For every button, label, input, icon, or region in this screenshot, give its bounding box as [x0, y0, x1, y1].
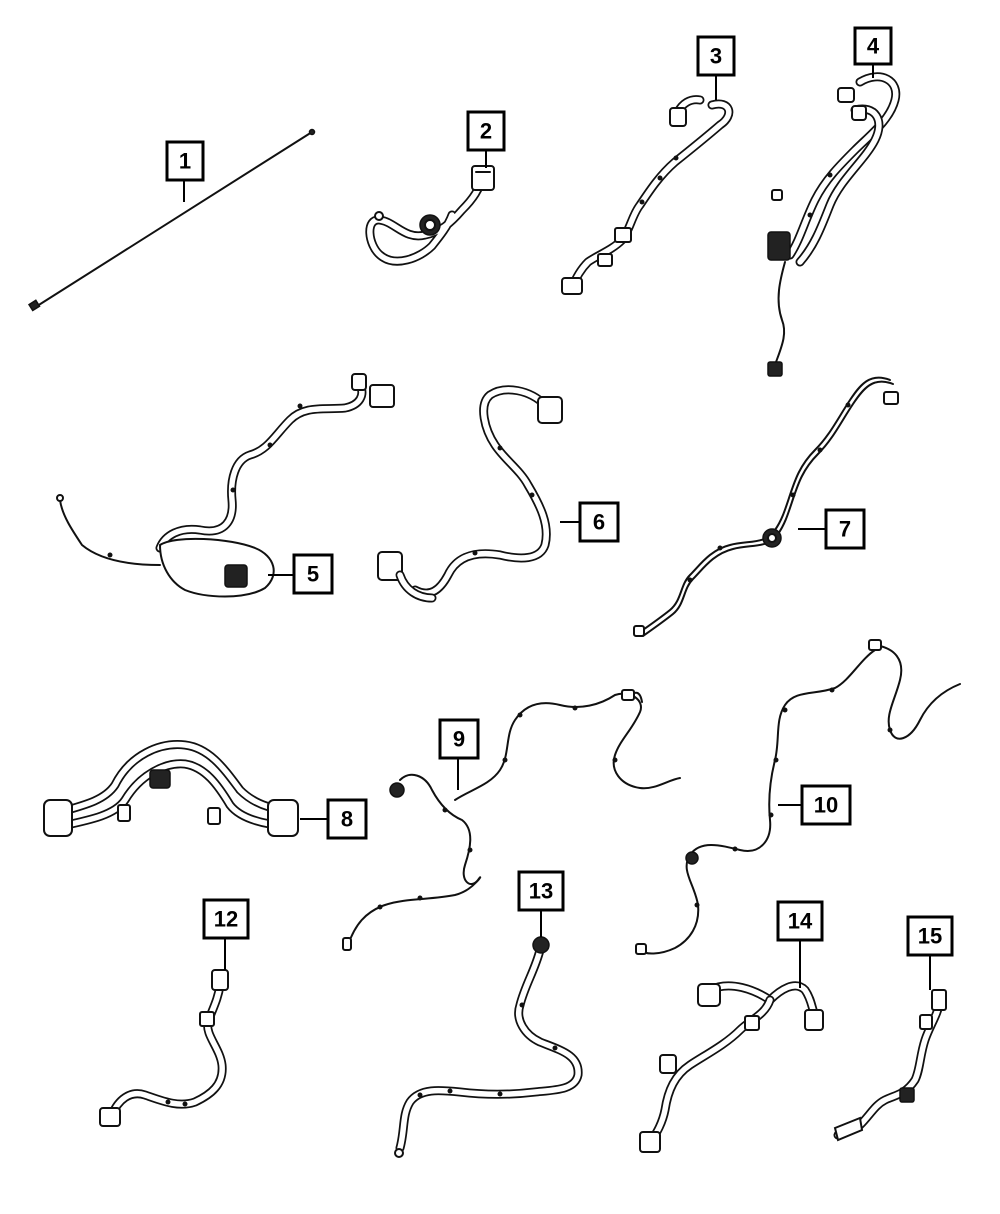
part-1-cable[interactable]: [27, 128, 316, 312]
callout-label-6: 6: [593, 510, 605, 535]
part-3-harness[interactable]: [561, 95, 734, 295]
callout-label-12: 12: [214, 907, 238, 932]
callout-label-2: 2: [480, 119, 492, 144]
part-2-harness[interactable]: [365, 165, 495, 266]
callout-15: 15: [906, 915, 954, 957]
callout-label-15: 15: [918, 924, 942, 949]
callout-6: 6: [578, 501, 620, 543]
callout-label-9: 9: [453, 727, 465, 752]
callout-9: 9: [438, 718, 480, 760]
callout-label-7: 7: [839, 517, 851, 542]
callout-12: 12: [202, 898, 250, 940]
callout-label-10: 10: [814, 793, 838, 818]
part-13-harness[interactable]: [394, 936, 583, 1158]
callout-label-8: 8: [341, 807, 353, 832]
callout-13: 13: [517, 870, 565, 912]
callout-label-3: 3: [710, 44, 722, 69]
callout-8: 8: [326, 798, 368, 840]
part-6-harness[interactable]: [377, 385, 563, 603]
callout-3: 3: [696, 35, 736, 77]
part-4-harness[interactable]: [767, 72, 901, 377]
callout-5: 5: [292, 553, 334, 595]
part-10-harness[interactable]: [635, 639, 961, 955]
callout-label-1: 1: [179, 149, 191, 174]
part-14-harness[interactable]: [639, 981, 824, 1153]
callout-2: 2: [466, 110, 506, 152]
part-12-harness[interactable]: [99, 969, 229, 1127]
callout-label-5: 5: [307, 562, 319, 587]
part-5-harness[interactable]: [56, 373, 395, 598]
callout-label-14: 14: [788, 909, 813, 934]
part-15-harness[interactable]: [833, 989, 947, 1142]
callout-4: 4: [853, 26, 893, 66]
callout-1: 1: [165, 140, 205, 182]
part-8-harness[interactable]: [43, 740, 299, 837]
part-9-harness[interactable]: [342, 689, 681, 951]
callout-10: 10: [800, 784, 852, 826]
part-7-harness[interactable]: [633, 376, 899, 637]
callout-14: 14: [776, 900, 824, 942]
callout-label-4: 4: [867, 34, 880, 59]
callout-7: 7: [824, 508, 866, 550]
callout-label-13: 13: [529, 879, 553, 904]
